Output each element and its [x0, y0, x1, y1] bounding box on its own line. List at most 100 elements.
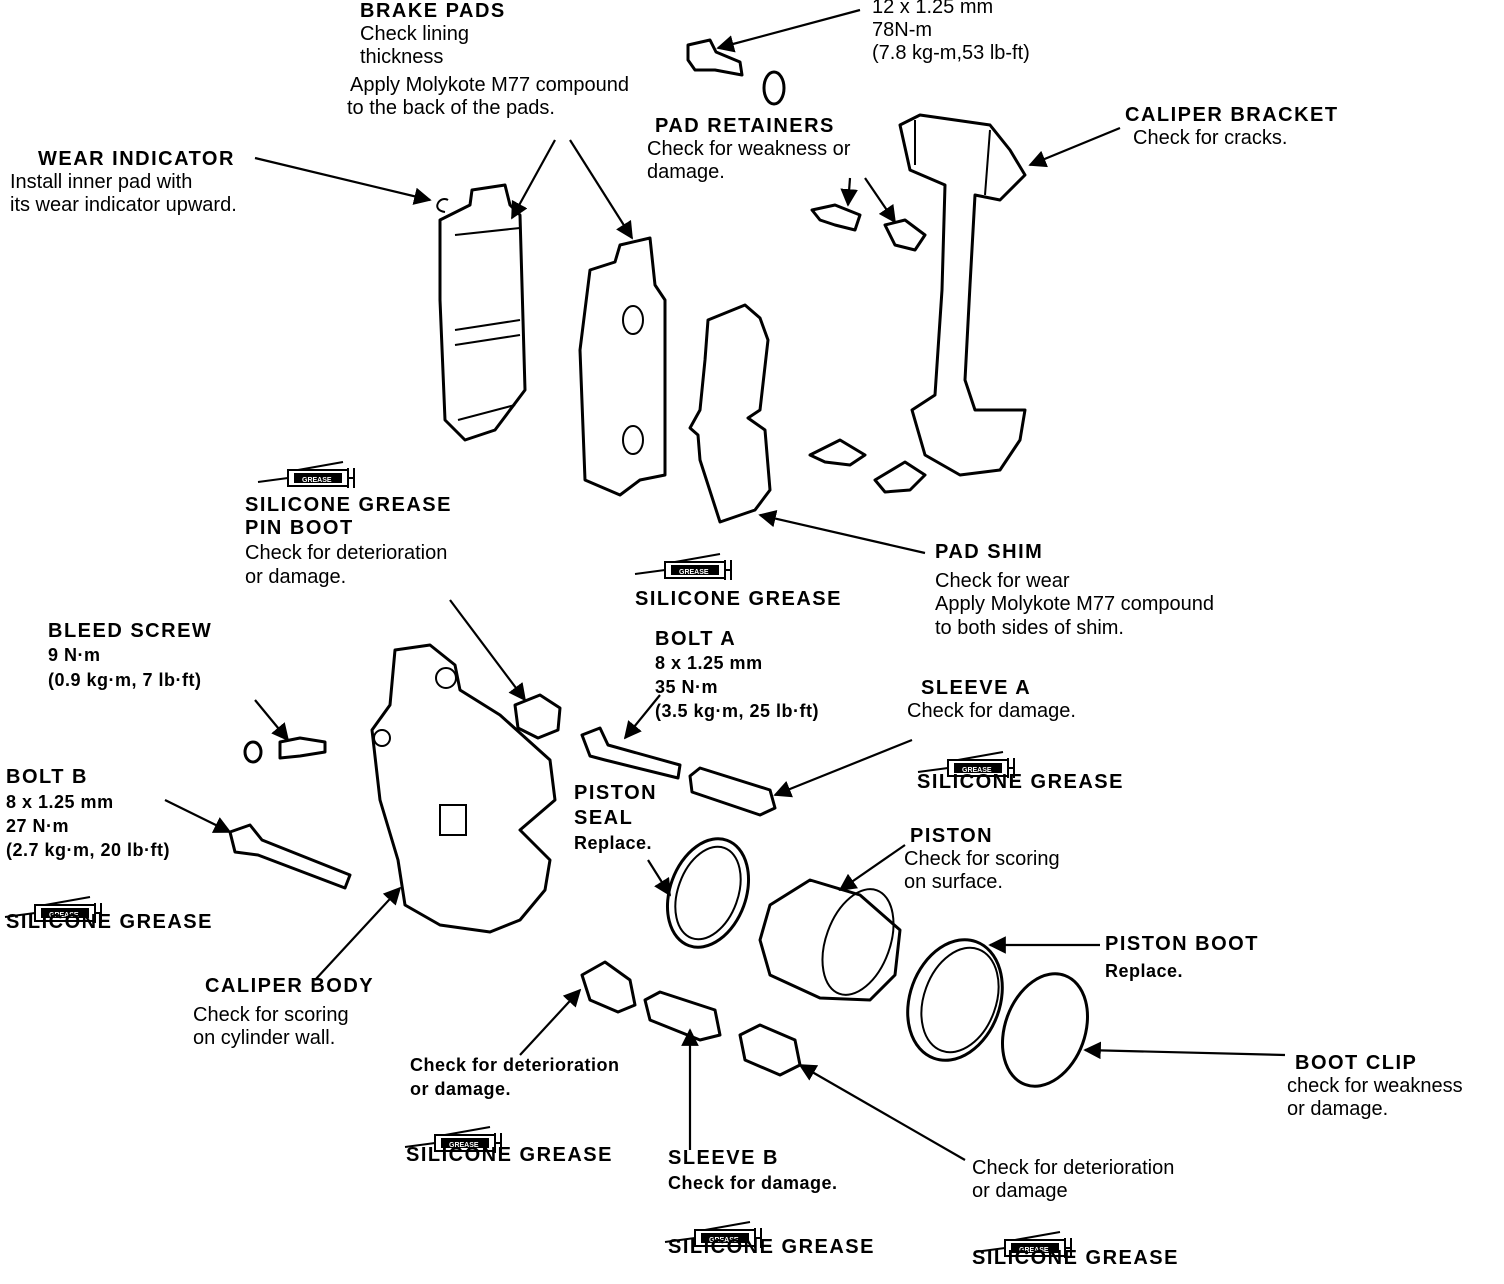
brake-pads-label: BRAKE PADS Check lining thickness Apply …: [347, 0, 629, 120]
pad-shim-note: to both sides of shim.: [935, 616, 1124, 639]
bolt-a-size: 8 x 1.25 mm: [655, 653, 763, 674]
bolt-a-title: BOLT A: [655, 628, 737, 650]
bleed-screw-label: BLEED SCREW 9 N·m (0.9 kg·m, 7 lb·ft): [48, 620, 212, 691]
bolt-a-torque: 35 N·m: [655, 677, 719, 698]
bolt-torque-size: 12 x 1.25 mm: [872, 0, 994, 18]
piston-label: PISTON Check for scoring on surface.: [904, 825, 1060, 895]
bolt-torque-kgm: (7.8 kg-m,53 lb-ft): [872, 42, 1030, 65]
sleeve-b-title: SLEEVE B: [668, 1147, 779, 1169]
pad-retainers-note: Check for weakness or: [647, 138, 851, 161]
silicone-grease-label: SILICONE GREASE: [6, 910, 213, 933]
inner-brake-pad: [436, 183, 527, 442]
caliper-body-note: on cylinder wall.: [193, 1027, 336, 1050]
bolt-b-size: 8 x 1.25 mm: [6, 792, 114, 813]
pad-shim-note: Check for wear: [935, 570, 1070, 593]
brake-pads-title: BRAKE PADS: [360, 0, 506, 22]
silicone-grease-label: SILICONE GREASE: [917, 771, 1124, 794]
caliper-body: [370, 643, 557, 934]
bleed-screw-torque: (0.9 kg·m, 7 lb·ft): [48, 670, 202, 691]
lower-boot-note: or damage: [972, 1180, 1068, 1203]
boot-clip-note: check for weakness: [1287, 1075, 1463, 1098]
pad-retainers-label: PAD RETAINERS Check for weakness or dama…: [647, 115, 850, 185]
piston: [758, 878, 902, 1002]
grease-tube-captions: GREASE GREASE GREASE GREASE GREASE GREAS…: [49, 477, 1049, 1254]
bleed-screw: [243, 736, 327, 764]
boot-clip-title: BOOT CLIP: [1295, 1052, 1418, 1074]
lower-pin-boot-note: or damage.: [410, 1078, 512, 1099]
grease-tube-caption: GREASE: [679, 569, 709, 576]
bolt-b: [228, 823, 352, 890]
grease-tube-caption: GREASE: [302, 477, 332, 484]
lower-pin-boot-label: Check for deterioration or damage. SILIC…: [406, 1055, 620, 1167]
sleeve-a-note: Check for damage.: [907, 700, 1076, 723]
piston-boot-label: PISTON BOOT Replace.: [1105, 933, 1259, 982]
pad-shim-title: PAD SHIM: [935, 541, 1044, 563]
bolt-b-title: BOLT B: [6, 766, 88, 788]
caliper-bracket-bolt: [686, 38, 786, 106]
bolt-torque-nm: 78N-m: [872, 19, 933, 42]
piston-title: PISTON: [910, 825, 994, 847]
pad-shim-grease-label: SILICONE GREASE: [635, 588, 842, 610]
bolt-a-torque: (3.5 kg·m, 25 lb·ft): [655, 700, 820, 721]
bolt-torque-label: 12 x 1.25 mm 78N-m (7.8 kg-m,53 lb-ft): [872, 0, 1030, 66]
piston-seal-label: PISTON SEAL Replace.: [574, 782, 657, 854]
pad-retainers-title: PAD RETAINERS: [655, 115, 835, 137]
piston-seal-note: Replace.: [574, 833, 653, 854]
brake-pads-note: to the back of the pads.: [347, 96, 555, 119]
pad-retainers-note: damage.: [647, 161, 725, 184]
sleeve-a: [688, 766, 777, 817]
wear-indicator-note: Install inner pad with: [10, 171, 193, 194]
lower-boot-note: Check for deterioration: [972, 1157, 1175, 1179]
pin-boot-title: PIN BOOT: [245, 517, 354, 540]
brake-pads-note: Check lining: [360, 23, 469, 46]
pad-retainers: [808, 203, 927, 494]
sleeve-b: [643, 990, 722, 1042]
pin-boot-label: SILICONE GREASE PIN BOOT Check for deter…: [245, 494, 452, 589]
lower-boot: [738, 1023, 802, 1077]
sleeve-b-note: Check for damage.: [668, 1173, 838, 1194]
caliper-body-title: CALIPER BODY: [205, 975, 375, 997]
outer-brake-pad: [578, 236, 667, 497]
bolt-b-label: BOLT B 8 x 1.25 mm 27 N·m (2.7 kg·m, 20 …: [6, 766, 213, 934]
pin-boot: [513, 693, 562, 740]
piston-boot: [906, 938, 1004, 1062]
lower-pin-boot: [580, 960, 637, 1014]
lower-boot-label: Check for deterioration or damage SILICO…: [972, 1157, 1179, 1271]
boot-clip-label: BOOT CLIP check for weakness or damage.: [1287, 1052, 1463, 1122]
brake-pads-note: Apply Molykote M77 compound: [350, 73, 630, 96]
caliper-bracket-title: CALIPER BRACKET: [1125, 104, 1339, 126]
bleed-screw-title: BLEED SCREW: [48, 620, 213, 642]
wear-indicator-title: WEAR INDICATOR: [38, 148, 235, 170]
bolt-b-torque: (2.7 kg·m, 20 lb·ft): [6, 839, 171, 860]
grease-tube-caption: GREASE: [709, 1237, 739, 1244]
caliper-bracket: [898, 113, 1027, 477]
bleed-screw-torque: 9 N·m: [48, 645, 101, 666]
grease-tube-caption: GREASE: [449, 1142, 479, 1149]
pad-shim: [688, 303, 772, 524]
silicone-grease-label: SILICONE GREASE: [668, 1236, 875, 1259]
grease-tube-caption: GREASE: [962, 767, 992, 774]
bolt-a-label: BOLT A 8 x 1.25 mm 35 N·m (3.5 kg·m, 25 …: [655, 628, 819, 722]
pad-shim-note: Apply Molykote M77 compound: [935, 593, 1215, 616]
sleeve-a-label: SLEEVE A Check for damage. SILICONE GREA…: [907, 677, 1124, 795]
wear-indicator-note: its wear indicator upward.: [10, 194, 237, 217]
caliper-body-note: Check for scoring: [193, 1004, 349, 1027]
grease-tube-caption: GREASE: [49, 912, 79, 919]
piston-boot-note: Replace.: [1105, 961, 1184, 982]
silicone-grease-label: SILICONE GREASE: [245, 494, 452, 516]
boot-clip-note: or damage.: [1287, 1098, 1389, 1121]
grease-tube-caption: GREASE: [1019, 1247, 1049, 1254]
sleeve-b-label: SLEEVE B Check for damage. SILICONE GREA…: [668, 1147, 875, 1259]
pad-shim-label: PAD SHIM Check for wear Apply Molykote M…: [935, 541, 1214, 640]
pin-boot-note: or damage.: [245, 565, 347, 588]
piston-note: on surface.: [904, 871, 1003, 894]
sleeve-a-title: SLEEVE A: [921, 677, 1032, 699]
piston-seal-title: SEAL: [574, 807, 634, 830]
bolt-b-torque: 27 N·m: [6, 816, 70, 837]
silicone-grease-label: SILICONE GREASE: [406, 1143, 613, 1166]
piston-note: Check for scoring: [904, 848, 1060, 871]
bolt-a: [580, 726, 682, 780]
wear-indicator-label: WEAR INDICATOR Install inner pad with it…: [10, 148, 237, 218]
caliper-body-label: CALIPER BODY Check for scoring on cylind…: [193, 975, 374, 1051]
